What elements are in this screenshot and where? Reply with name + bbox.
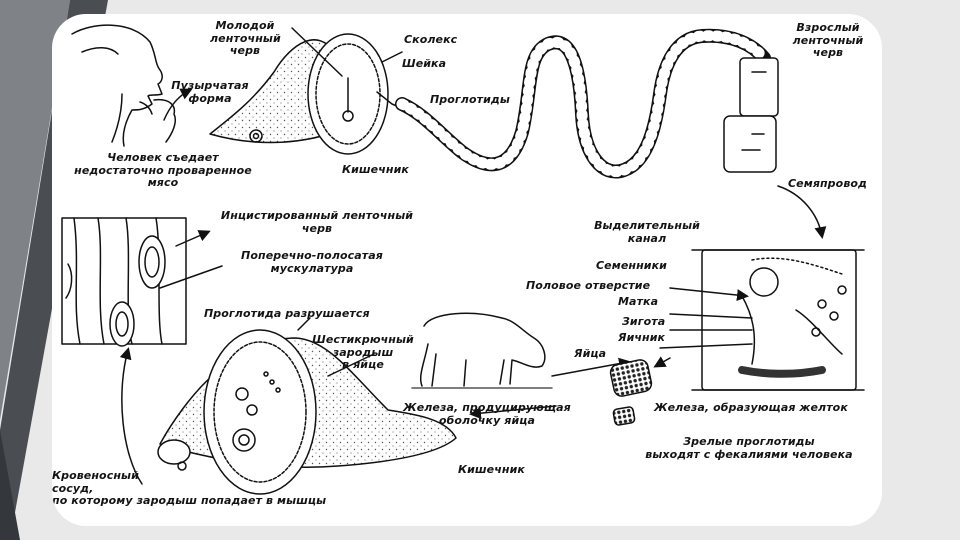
label-intestine-bottom: Кишечник xyxy=(458,464,525,477)
label-uterus: Матка xyxy=(618,296,658,309)
label-blood-vessel: Кровеносный сосуд, по которому зародыш п… xyxy=(52,470,382,508)
label-adult-worm: Взрослый ленточный черв xyxy=(778,22,878,60)
label-zygote: Зигота xyxy=(622,316,665,329)
label-yolk-gland: Железа, образующая желток xyxy=(654,402,848,415)
eggs-cluster xyxy=(609,358,653,397)
human-head-illustration xyxy=(72,25,175,146)
label-genital-pore: Половое отверстие xyxy=(526,280,650,293)
muscle-tissue-block xyxy=(62,218,222,346)
label-excretory-canal: Выделительный канал xyxy=(582,220,712,245)
label-proglottids: Проглотиды xyxy=(430,94,510,107)
label-intestine-top: Кишечник xyxy=(342,164,409,177)
label-vas-deferens: Семяпровод xyxy=(788,178,867,191)
label-bladder-form: Пузырчатая форма xyxy=(170,80,250,105)
label-encysted-worm: Инцистированный ленточный черв xyxy=(202,210,432,235)
label-testes: Семенники xyxy=(596,260,667,273)
label-mature-proglottids: Зрелые проглотиды выходят с фекалиями че… xyxy=(634,436,864,461)
mature-proglottid xyxy=(660,250,864,390)
label-shell-gland: Железа, продуцирующая оболочку яйца xyxy=(392,402,582,427)
label-eggs: Яйца xyxy=(574,348,606,361)
label-scolex: Сколекс xyxy=(404,34,457,47)
label-ovary: Яичник xyxy=(618,332,665,345)
label-striated-muscle: Поперечно-полосатая мускулатура xyxy=(222,250,402,275)
label-young-worm: Молодой ленточный черв xyxy=(210,20,280,58)
label-person-eats: Человек съедает недостаточно проваренное… xyxy=(52,152,274,190)
label-six-hooked-embryo: Шестикрючный зародыш в яйце xyxy=(308,334,418,372)
single-egg xyxy=(613,406,635,425)
label-neck: Шейка xyxy=(402,58,446,71)
label-proglottid-breaks: Проглотида разрушается xyxy=(204,308,370,321)
diagram-card: Молодой ленточный черв Сколекс Шейка Про… xyxy=(52,14,882,526)
